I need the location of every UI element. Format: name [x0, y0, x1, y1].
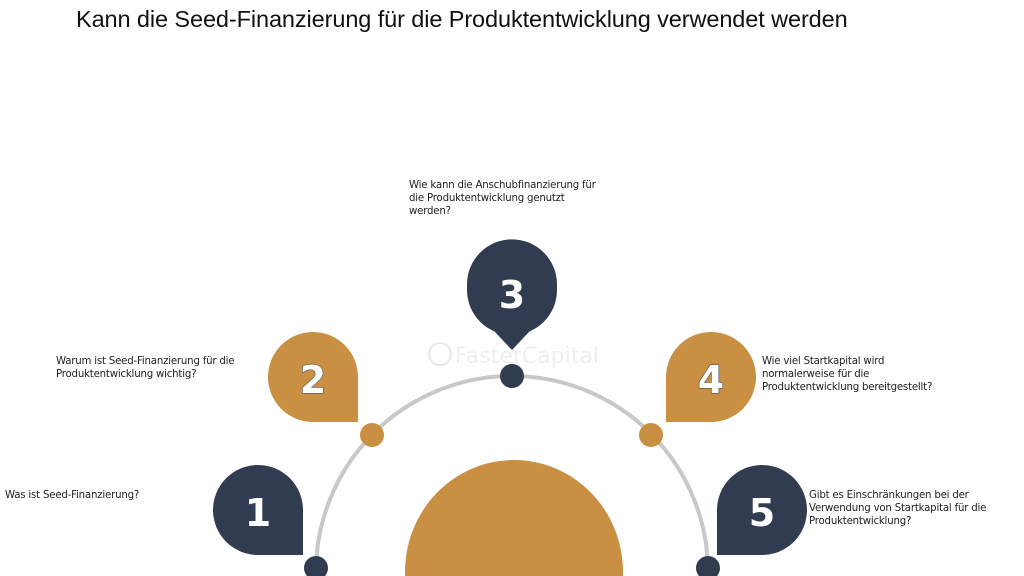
step-4-line-2: normalerweise für die [762, 369, 870, 380]
pin-2: 2 [268, 332, 358, 422]
pin-3: 3 [467, 239, 557, 350]
step-5-label: Gibt es Einschränkungen bei der Verwendu… [809, 489, 986, 528]
pin-1-number: 1 [245, 491, 271, 535]
step-2-line-2: Produktentwicklung wichtig? [56, 369, 197, 380]
step-1-text: Was ist Seed-Finanzierung? [5, 490, 140, 501]
node-4 [639, 423, 663, 447]
watermark-text: FasterCapital [455, 344, 599, 369]
pin-2-number: 2 [300, 358, 326, 402]
node-1 [304, 556, 328, 576]
step-4-label: Wie viel Startkapital wird normalerweise… [762, 355, 932, 394]
step-3-line-3: werden? [409, 206, 451, 217]
center-semicircle [405, 460, 623, 576]
pin-3-number: 3 [499, 273, 525, 317]
step-2-label: Warum ist Seed-Finanzierung für die Prod… [56, 355, 235, 381]
step-5-line-2: Verwendung von Startkapital für die [809, 503, 987, 514]
pin-5-number: 5 [749, 491, 775, 535]
step-3-line-2: die Produktentwicklung genutzt [409, 193, 565, 204]
pin-4-number: 4 [698, 358, 724, 402]
node-3 [500, 364, 524, 388]
pin-5: 5 [717, 465, 807, 555]
step-3-line-1: Wie kann die Anschubfinanzierung für [409, 180, 596, 191]
pin-1: 1 [213, 465, 303, 555]
step-1-label: Was ist Seed-Finanzierung? [5, 489, 139, 502]
node-5 [696, 556, 720, 576]
watermark: FasterCapital [428, 342, 599, 369]
step-4-line-1: Wie viel Startkapital wird [762, 356, 885, 367]
step-5-line-3: Produktentwicklung? [809, 516, 912, 527]
page-title: Kann die Seed-Finanzierung für die Produ… [76, 6, 848, 32]
step-3-label: Wie kann die Anschubfinanzierung für die… [409, 179, 596, 218]
step-4-line-3: Produktentwicklung bereitgestellt? [762, 382, 933, 393]
node-2 [360, 423, 384, 447]
step-5-line-1: Gibt es Einschränkungen bei der [809, 490, 969, 501]
step-2-line-1: Warum ist Seed-Finanzierung für die [56, 356, 235, 367]
pin-4: 4 [666, 332, 756, 422]
